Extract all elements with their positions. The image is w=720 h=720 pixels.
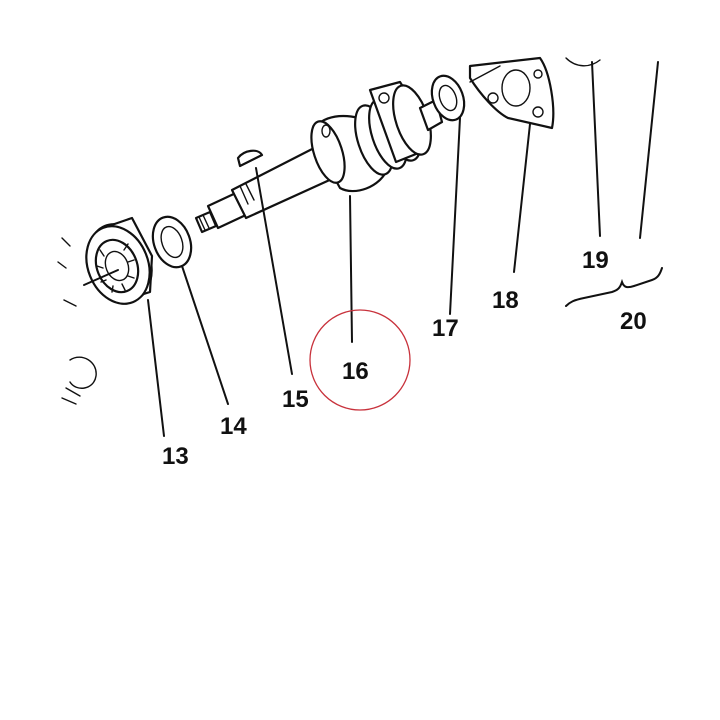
leader-lines [147,61,659,437]
leader-15 [255,167,293,375]
left-partial-parts [57,237,97,405]
callout-labels: 13 14 15 16 17 18 19 20 [162,247,647,470]
leader-19 [591,61,601,237]
brace-20 [565,267,663,307]
callout-18: 18 [492,287,519,314]
leader-20 [639,61,659,239]
shaft-16 [194,80,444,234]
callout-16: 16 [342,358,369,385]
callout-13: 13 [162,443,189,470]
leader-14 [181,265,229,405]
leader-13 [147,299,165,437]
callout-20: 20 [620,308,647,335]
washer-17 [430,74,466,122]
leader-18 [513,123,531,273]
callout-19: 19 [582,247,609,274]
leader-16 [349,195,353,343]
bearing-13 [83,216,154,305]
callout-15: 15 [282,386,309,413]
leader-17 [449,117,461,315]
callout-17: 17 [432,315,459,342]
right-partial-part [565,57,601,67]
axis-line [469,65,501,83]
gasket-18 [468,56,555,130]
highlight-circle [309,309,411,411]
woodruff-key-15 [236,149,264,168]
callout-14: 14 [220,413,247,440]
washer-14 [151,215,193,269]
